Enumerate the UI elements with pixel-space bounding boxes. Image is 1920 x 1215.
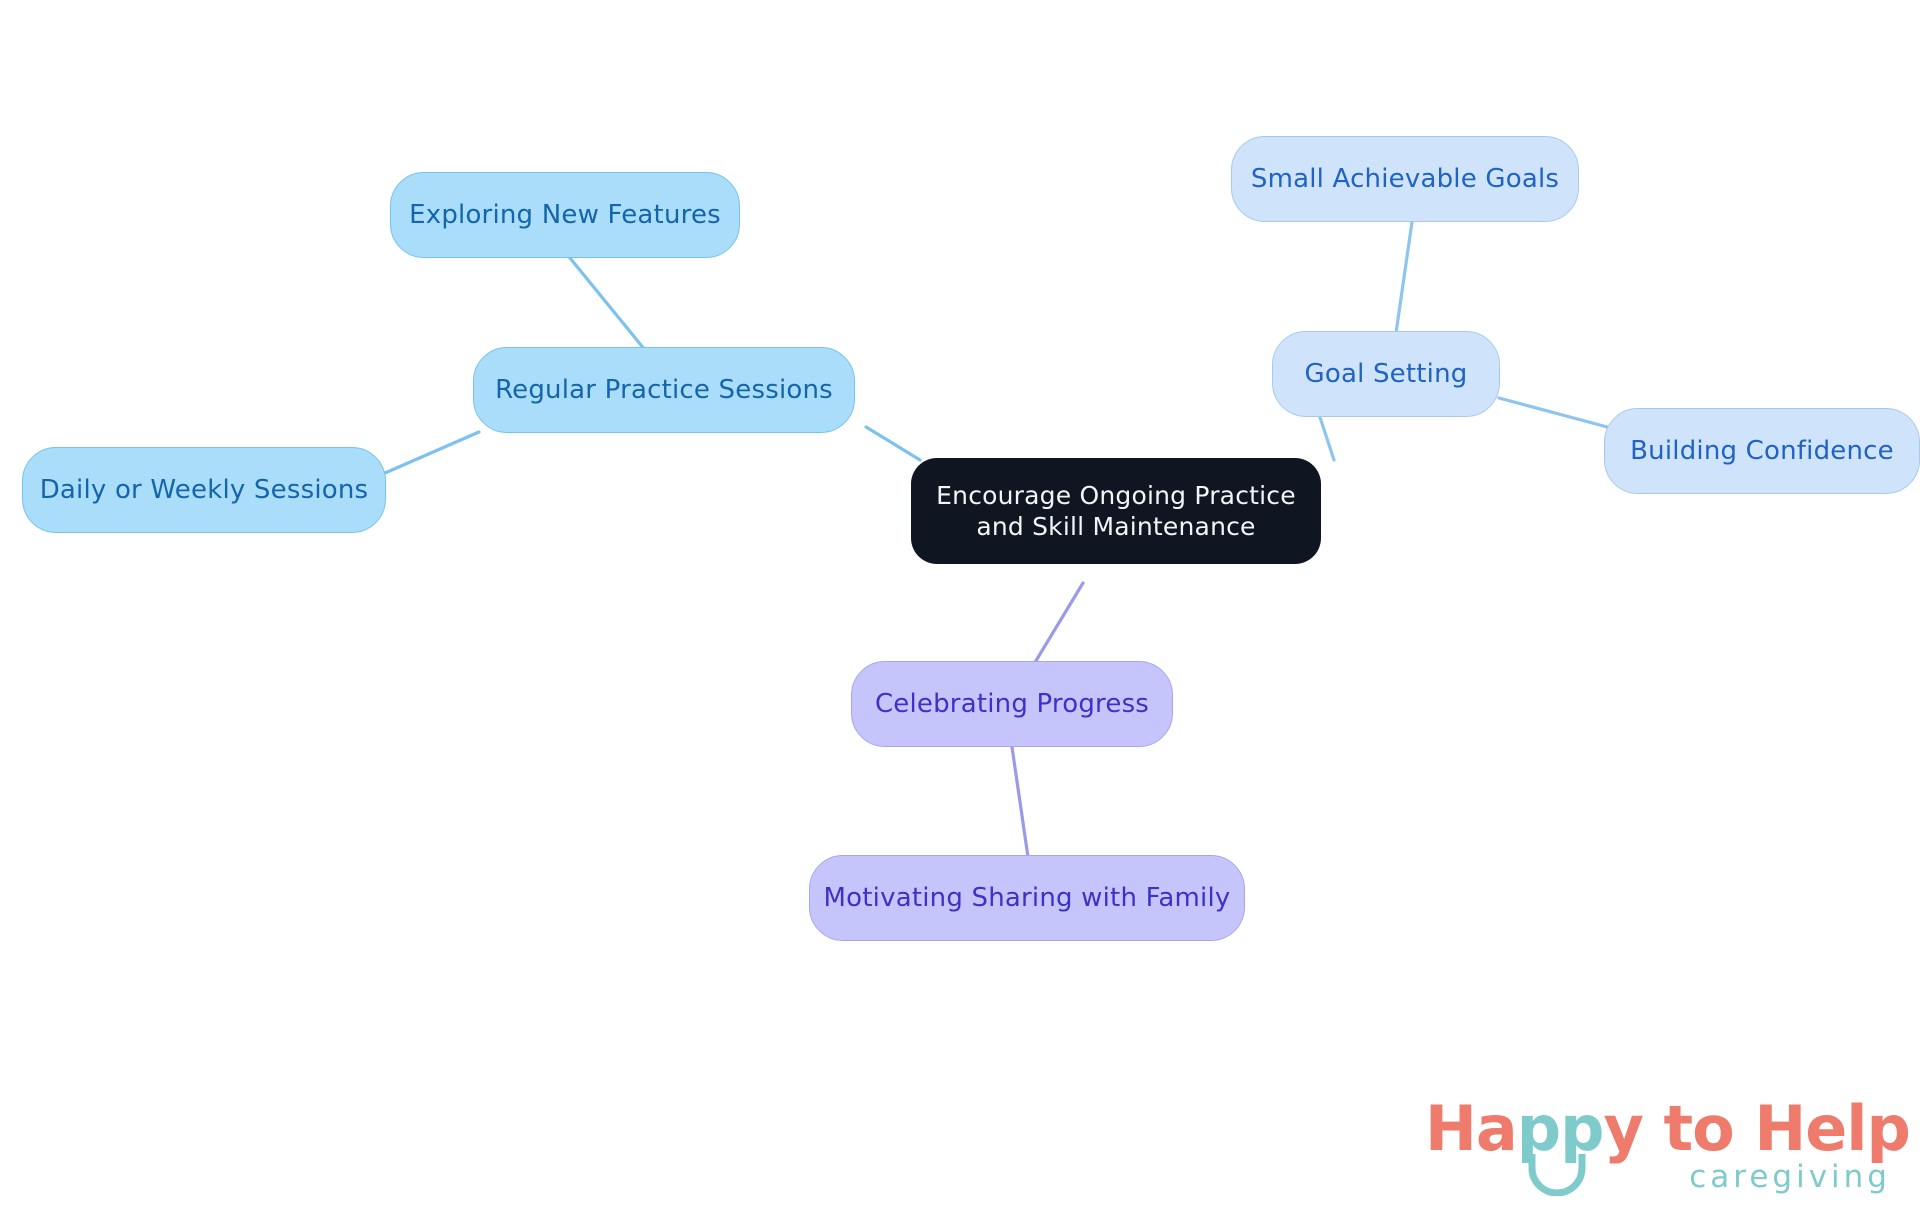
node-central[interactable]: Encourage Ongoing Practice and Skill Mai… bbox=[911, 458, 1321, 564]
node-daily-or-weekly-sessions-label: Daily or Weekly Sessions bbox=[39, 474, 369, 505]
edge-goal-setting-to-small-goals bbox=[1394, 220, 1414, 335]
node-goal-setting-label: Goal Setting bbox=[1304, 358, 1468, 389]
edge-regular-practice-to-exploring-features bbox=[568, 256, 647, 352]
node-celebrating-progress-label: Celebrating Progress bbox=[874, 688, 1150, 719]
edge-goal-setting-to-building-confidence bbox=[1497, 396, 1613, 430]
logo-text-y: y bbox=[1603, 1092, 1644, 1165]
node-exploring-new-features[interactable]: Exploring New Features bbox=[390, 172, 740, 258]
brand-logo: Happy to Help caregiving bbox=[1425, 1098, 1911, 1206]
node-motivating-sharing-with-family[interactable]: Motivating Sharing with Family bbox=[809, 855, 1245, 941]
node-small-achievable-goals[interactable]: Small Achievable Goals bbox=[1231, 136, 1579, 222]
logo-tagline: caregiving bbox=[1689, 1159, 1891, 1195]
logo-smile-icon bbox=[1528, 1154, 1586, 1196]
node-regular-practice-sessions-label: Regular Practice Sessions bbox=[495, 374, 833, 405]
logo-text-help: Help bbox=[1754, 1092, 1911, 1165]
logo-text-to: to bbox=[1663, 1092, 1735, 1165]
node-regular-practice-sessions[interactable]: Regular Practice Sessions bbox=[473, 347, 855, 433]
node-building-confidence-label: Building Confidence bbox=[1630, 435, 1894, 466]
edge-central-to-regular-practice bbox=[864, 425, 922, 462]
logo-text-pp: pp bbox=[1516, 1092, 1605, 1165]
node-exploring-new-features-label: Exploring New Features bbox=[409, 199, 721, 230]
node-motivating-sharing-with-family-label: Motivating Sharing with Family bbox=[823, 882, 1231, 913]
edge-regular-practice-to-daily-weekly bbox=[383, 430, 481, 475]
logo-text-ha: Ha bbox=[1425, 1092, 1518, 1165]
node-goal-setting[interactable]: Goal Setting bbox=[1272, 331, 1500, 417]
node-daily-or-weekly-sessions[interactable]: Daily or Weekly Sessions bbox=[22, 447, 386, 533]
node-small-achievable-goals-label: Small Achievable Goals bbox=[1250, 163, 1560, 194]
logo-wordmark: Happy to Help bbox=[1425, 1098, 1911, 1160]
node-building-confidence[interactable]: Building Confidence bbox=[1604, 408, 1920, 494]
node-celebrating-progress[interactable]: Celebrating Progress bbox=[851, 661, 1173, 747]
logo-text-space1 bbox=[1643, 1092, 1664, 1165]
logo-text-space2 bbox=[1734, 1092, 1755, 1165]
node-central-label: Encourage Ongoing Practice and Skill Mai… bbox=[936, 480, 1296, 541]
edge-central-to-celebrating-progress bbox=[1032, 581, 1085, 666]
edge-celebrating-to-motivating-sharing bbox=[1010, 745, 1030, 859]
